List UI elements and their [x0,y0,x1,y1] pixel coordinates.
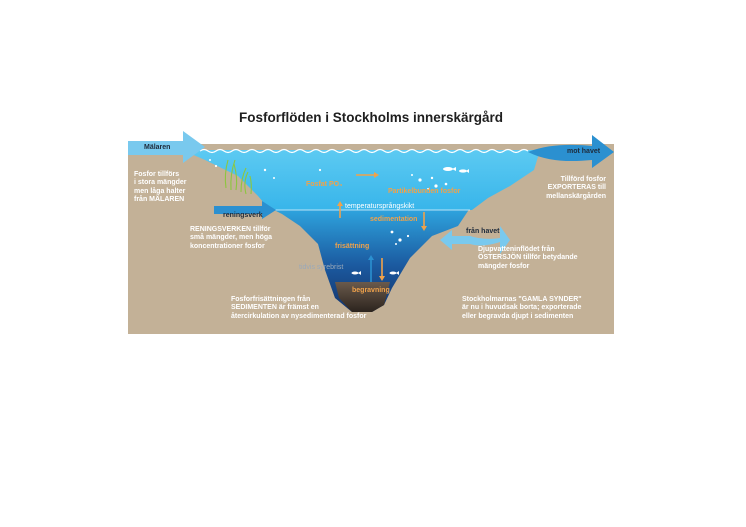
note-reningsverken: RENINGSVERKEN tillför små mängder, men h… [190,226,272,251]
fran-havet-label: från havet [466,228,500,235]
note-malaren-line: i stora mängder [134,179,187,187]
partikelbunden-label: Partikelbunden fosfor [388,188,461,195]
note-reningsverken-line: RENINGSVERKEN tillför [190,226,271,233]
note-ostersjon-line: Djupvatteninflödet från [478,246,555,253]
note-malaren: Fosfor tillförs i stora mängder men låga… [134,171,187,204]
note-malaren-line: men låga halter [134,187,186,195]
malaren-inflow-arrow[interactable] [128,131,205,163]
note-exporteras: Tillförd fosfor EXPORTERAS till mellansk… [526,176,606,201]
note-sediment-line: Fosforfrisättningen från [231,296,311,303]
mot-havet-label: mot havet [567,148,601,155]
fosfor-po4-label: Fosfat PO₄ [306,181,343,188]
note-gamla-synder-line: Stockholmarnas "GAMLA SYNDER" [462,296,582,303]
note-ostersjon: Djupvatteninflödet från ÖSTERSJÖN tillfö… [478,246,578,271]
diagram-title: Fosforflöden i Stockholms innerskärgård [238,110,504,125]
note-exporteras-line: mellanskärgården [546,192,606,200]
water-wave-line [199,148,529,154]
sediment-layer [335,282,390,312]
mot-havet-outflow-arrow[interactable] [528,135,614,168]
surface-water [182,150,540,210]
note-ostersjon-line: ÖSTERSJÖN tillför betydande [478,254,578,262]
note-malaren-line: från MÄLAREN [134,195,185,203]
reningsverk-arrow[interactable] [214,201,276,219]
fish-icon [351,167,469,275]
sedimentation-label: sedimentation [370,216,418,223]
fran-havet-inflow-arrow[interactable] [440,226,510,254]
note-gamla-synder: Stockholmarnas "GAMLA SYNDER" är nu i hu… [462,296,582,321]
reningsverk-label: reningsverk [223,212,263,219]
thermocline-label: temperatursprångskikt [345,203,415,210]
note-gamla-synder-line: är nu i huvudsak borta; exporterade [462,304,582,312]
flux-arrows [337,172,427,281]
tidvis-syrebrist-label: tidvis syrebrist [299,264,344,271]
note-exporteras-line: Tillförd fosfor [560,176,606,183]
note-sediment-line: SEDIMENTEN är främst en [231,304,319,312]
vegetation-icon [224,159,252,195]
note-sediment-line: återcirkulation av nysedimenterad fosfor [231,312,367,320]
note-malaren-line: Fosfor tillförs [134,171,180,178]
malaren-label: Mälaren [144,144,171,151]
particle-dots-icon [209,159,448,245]
release-arrow [368,255,374,282]
note-ostersjon-line: mängder fosfor [478,262,530,270]
frisattning-label: frisättning [335,243,370,250]
note-reningsverken-line: koncentrationer fosfor [190,242,265,250]
note-reningsverken-line: små mängder, men höga [190,234,273,242]
begravning-label: begravning [352,287,390,294]
note-exporteras-line: EXPORTERAS till [547,184,606,192]
note-sediment: Fosforfrisättningen från SEDIMENTEN är f… [231,296,366,321]
note-gamla-synder-line: eller begravda djupt i sedimenten [462,312,574,320]
